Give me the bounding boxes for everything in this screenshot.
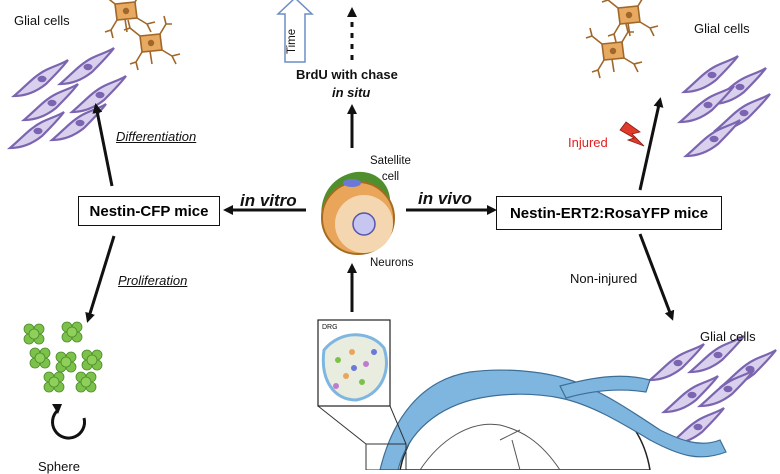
glial-cells-label-bottom-right: Glial cells [700,329,756,344]
neurons-label: Neurons [370,257,414,269]
arrow-non-injured [638,233,675,321]
arrow-differentiation [92,103,114,187]
astrocyte-icon [98,0,181,71]
in-vitro-label: in vitro [240,191,297,210]
in-situ-label: in situ [332,85,371,100]
proliferation-label: Proliferation [118,273,188,288]
nestin-cfp-box: Nestin-CFP mice [78,196,220,226]
satellite-neuron [321,171,395,255]
injured-label: Injured [568,135,608,150]
arrow-proliferation [85,235,116,323]
glial-cells-label-top-right: Glial cells [694,21,750,36]
glial-cell-icon [8,46,128,150]
time-label: Time [286,28,298,54]
nestin-cfp-label: Nestin-CFP mice [89,202,209,220]
brdu-label: BrdU with chase [296,67,398,82]
satellite-cell-label: Satellite cell [370,155,411,183]
lightning-icon [619,121,645,147]
glial-cell-icon [678,54,772,158]
spinal-cord-illustration [365,369,727,470]
differentiation-label: Differentiation [116,129,197,144]
glial-cell-icon [648,334,778,446]
sphere-icon [23,321,103,393]
nestin-ert2-box: Nestin-ERT2:RosaYFP mice [496,196,722,230]
sphere-label: Sphere [38,459,80,474]
glial-cells-label-top-left: Glial cells [14,13,70,28]
cycle-arrow-icon [51,404,86,440]
nestin-ert2-label: Nestin-ERT2:RosaYFP mice [509,204,709,222]
astrocyte-icon [585,0,659,79]
arrow-injured [638,97,664,191]
drg-inset [317,319,407,445]
non-injured-label: Non-injured [570,271,638,286]
time-arrow [276,0,314,63]
in-vivo-label: in vivo [418,189,472,208]
drg-label: DRG [322,324,338,331]
